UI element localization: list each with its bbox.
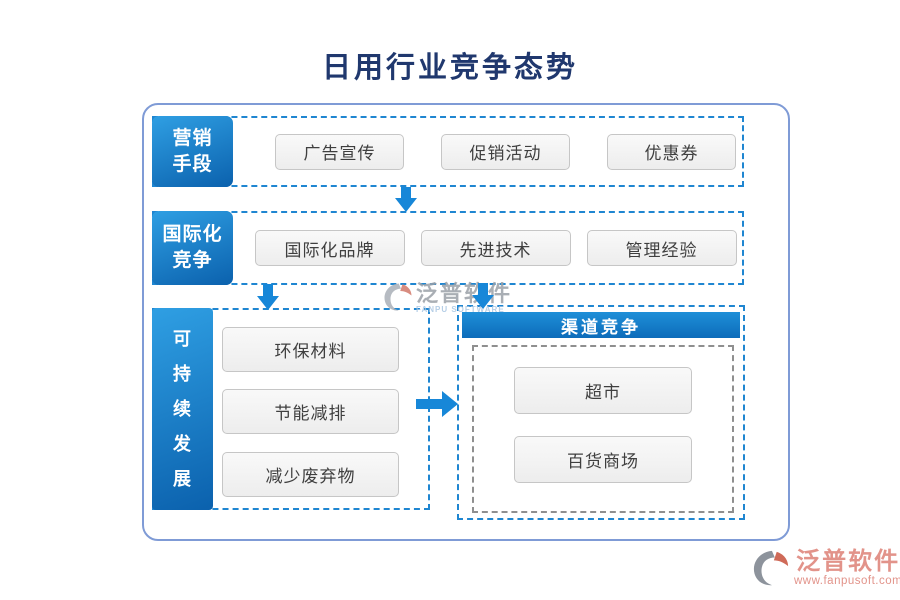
row-sustainable-label-line: 可 — [173, 328, 192, 349]
footer-brand-text: 泛普软件 — [796, 549, 900, 575]
channel-panel: 渠道竞争 超市 百货商场 — [457, 305, 745, 520]
node-coupon: 优惠券 — [607, 133, 736, 170]
row-international-items: 国际化品牌 先进技术 管理经验 — [235, 213, 742, 283]
row-sustainable-label: 可 持 续 发 展 — [152, 308, 213, 510]
row-marketing-label-line: 手段 — [172, 153, 213, 175]
node-eco-materials: 环保材料 — [222, 327, 399, 372]
channel-panel-header: 渠道竞争 — [462, 312, 740, 338]
footer-url: www.fanpusoft.com — [794, 575, 900, 587]
footer-brand: 泛普软件 www.fanpusoft.com — [752, 549, 900, 587]
fanpu-logo-icon — [753, 550, 789, 586]
page-title: 日用行业竞争态势 — [321, 52, 578, 84]
channel-panel-body: 超市 百货商场 — [472, 345, 734, 513]
footer-brand-text-block: 泛普软件 www.fanpusoft.com — [794, 549, 900, 587]
row-international-label: 国际化 竞争 — [152, 211, 233, 285]
row-international-label-line: 竞争 — [172, 250, 213, 271]
row-marketing-items: 广告宣传 促销活动 优惠券 — [235, 118, 742, 185]
row-marketing-label: 营销 手段 — [152, 116, 233, 187]
watermark-brand-en: FANPU SOFTWARE — [416, 305, 505, 314]
node-advanced-tech: 先进技术 — [420, 230, 571, 266]
row-marketing: 营销 手段 广告宣传 促销活动 优惠券 — [152, 116, 744, 187]
node-department-store: 百货商场 — [514, 436, 692, 483]
node-energy-saving: 节能减排 — [222, 389, 399, 434]
arrow-down-icon — [472, 283, 494, 309]
row-international-label-line: 国际化 — [162, 224, 223, 245]
watermark-brand: 泛普软件 — [416, 281, 513, 306]
row-sustainable-label-line: 续 — [173, 398, 192, 419]
arrow-right-icon — [416, 391, 458, 417]
node-management-exp: 管理经验 — [586, 230, 737, 266]
node-waste-reduction: 减少废弃物 — [222, 452, 399, 497]
row-marketing-label-line: 营销 — [172, 127, 213, 149]
watermark-text: 泛普软件 FANPU SOFTWARE — [416, 282, 512, 314]
node-advertising: 广告宣传 — [275, 133, 404, 170]
node-international-brand: 国际化品牌 — [254, 230, 405, 266]
row-sustainable-label-line: 发 — [173, 433, 192, 454]
row-international: 国际化 竞争 国际化品牌 先进技术 管理经验 — [152, 211, 744, 285]
node-promotion: 促销活动 — [441, 133, 570, 170]
fanpu-logo-icon — [384, 283, 412, 311]
node-supermarket: 超市 — [514, 367, 692, 414]
diagram-frame — [142, 103, 790, 541]
arrow-down-icon — [395, 187, 417, 212]
row-sustainable: 可 持 续 发 展 环保材料 节能减排 减少废弃物 — [152, 308, 430, 510]
row-sustainable-label-line: 持 — [173, 363, 192, 384]
row-sustainable-label-line: 展 — [173, 468, 192, 489]
arrow-down-icon — [257, 284, 279, 310]
